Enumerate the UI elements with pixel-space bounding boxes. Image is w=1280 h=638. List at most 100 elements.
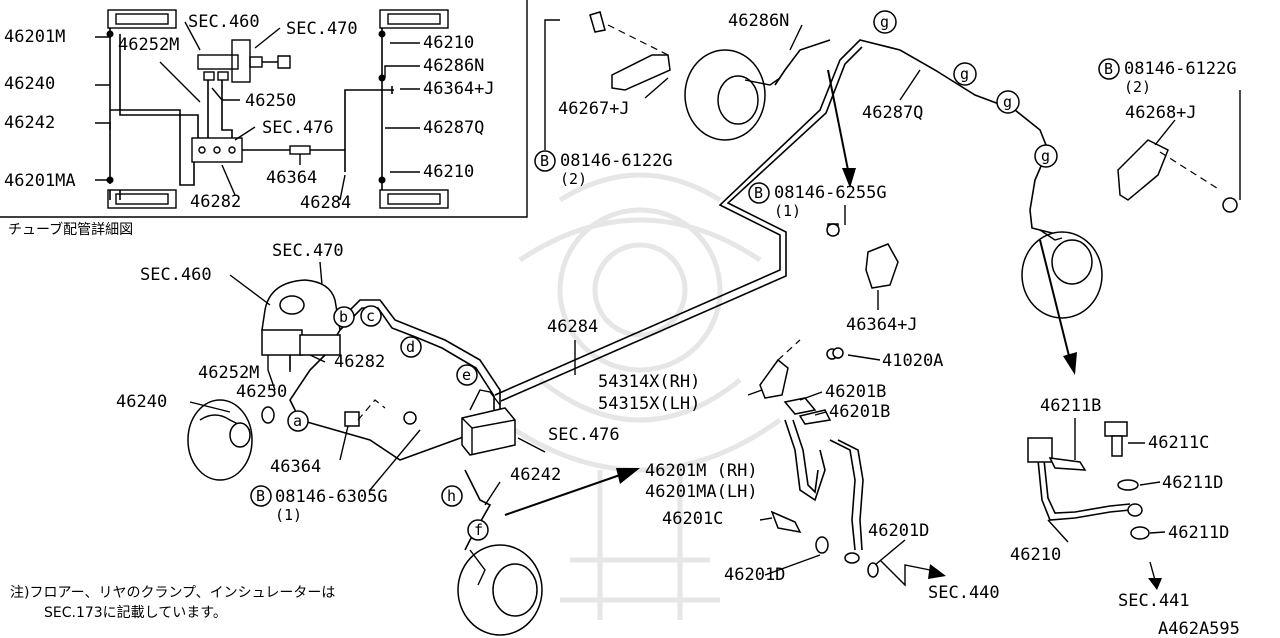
marker-g1: g <box>880 13 889 31</box>
marker-b: b <box>339 308 348 326</box>
footnote-line-1: 注)フロアー、リヤのクランプ、インシュレーターは <box>10 585 335 601</box>
bolt-marker-6305: B <box>256 487 265 505</box>
label-46211D-2: 46211D <box>1168 523 1229 543</box>
label-46364: 46364 <box>270 457 321 477</box>
detail-label-46242: 46242 <box>4 113 55 133</box>
detail-label-sec460: SEC.460 <box>188 12 260 32</box>
detail-caption: チューブ配管詳細図 <box>8 221 133 238</box>
bolt-b-markers: B B B B <box>250 58 1120 507</box>
label-46282: 46282 <box>334 352 385 372</box>
label-46201M-RH: 46201M (RH) <box>645 461 758 481</box>
marker-d: d <box>406 338 415 356</box>
label-46211B: 46211B <box>1040 396 1101 416</box>
label-46364J: 46364+J <box>846 315 918 335</box>
label-46250: 46250 <box>236 382 287 402</box>
marker-g3: g <box>1003 93 1012 111</box>
detail-label-46240: 46240 <box>4 74 55 94</box>
marker-g4: g <box>1041 147 1050 165</box>
detail-label-46364J: 46364+J <box>423 79 495 99</box>
circle-letter-markers: a b c d e f g g g g h <box>287 10 1058 541</box>
detail-label-46284: 46284 <box>300 193 351 213</box>
marker-h: h <box>447 487 456 505</box>
label-46287Q: 46287Q <box>862 103 923 123</box>
label-46201D-1: 46201D <box>868 521 929 541</box>
label-sec476: SEC.476 <box>548 425 620 445</box>
label-bolt-6305: 08146-6305G <box>275 487 388 507</box>
label-46210: 46210 <box>1010 545 1061 565</box>
label-sec441: SEC.441 <box>1118 591 1190 611</box>
label-46252M: 46252M <box>198 363 259 383</box>
detail-label-46210-top: 46210 <box>423 33 474 53</box>
label-46201C: 46201C <box>662 509 723 529</box>
label-sec470: SEC.470 <box>272 241 344 261</box>
detail-label-46250: 46250 <box>245 91 296 111</box>
main-leader-lines <box>189 19 1241 576</box>
bolt-marker-6122a: B <box>540 152 549 170</box>
detail-label-46287Q: 46287Q <box>423 118 484 138</box>
detail-valve-block <box>191 137 243 163</box>
detail-label-46252M: 46252M <box>118 35 179 55</box>
detail-label-46201MA: 46201MA <box>4 171 76 191</box>
detail-label-46282: 46282 <box>190 192 241 212</box>
figure-code: A462A595 <box>1158 619 1240 638</box>
front-right-disc <box>684 49 781 141</box>
label-bolt-6305-qty: (1) <box>275 506 302 524</box>
valve-block-sec476 <box>461 389 516 456</box>
rear-left-disc <box>457 544 543 636</box>
label-46242: 46242 <box>510 465 561 485</box>
detail-label-46201M: 46201M <box>4 27 65 47</box>
detail-master-cylinder <box>197 39 291 83</box>
label-46286N: 46286N <box>728 11 789 31</box>
label-46201B-1: 46201B <box>825 382 886 402</box>
front-brake-hoses <box>770 419 879 578</box>
label-46284: 46284 <box>547 317 598 337</box>
detail-label-46210-bottom: 46210 <box>423 162 474 182</box>
label-46267J: 46267+J <box>558 99 630 119</box>
label-46211D-1: 46211D <box>1162 473 1223 493</box>
label-sec440: SEC.440 <box>928 583 1000 603</box>
label-bolt-6122a-qty: (2) <box>560 170 587 188</box>
bolt-marker-6122b: B <box>1104 60 1113 78</box>
bolt-marker-6255: B <box>754 184 763 202</box>
label-bolt-6122a: 08146-6122G <box>560 151 673 171</box>
label-54315X: 54315X(LH) <box>598 394 700 414</box>
bolts-and-clips <box>344 223 844 427</box>
brake-booster-assembly <box>261 279 341 372</box>
detail-label-46364: 46364 <box>266 168 317 188</box>
detail-rear-left-wheel <box>107 189 177 209</box>
marker-e: e <box>462 366 471 384</box>
detail-label-sec476: SEC.476 <box>262 118 334 138</box>
detail-front-right-wheel <box>379 9 449 29</box>
tube-detail-inset: 46201M 46252M SEC.460 SEC.470 46240 4625… <box>0 0 528 238</box>
label-bolt-6255: 08146-6255G <box>774 183 887 203</box>
label-41020A: 41020A <box>882 351 943 371</box>
footnote-line-2: SEC.173に記載しています。 <box>44 604 227 621</box>
bracket-46268J <box>1117 139 1238 213</box>
watermark-emblem <box>498 172 782 620</box>
label-bolt-6255-qty: (1) <box>774 202 801 220</box>
marker-c: c <box>366 307 375 325</box>
marker-g2: g <box>960 65 969 83</box>
label-46268J: 46268+J <box>1125 103 1197 123</box>
label-46240: 46240 <box>116 392 167 412</box>
label-46201B-2: 46201B <box>829 402 890 422</box>
main-labels: SEC.470 SEC.460 46252M 46282 46250 46240… <box>116 11 1237 611</box>
marker-f: f <box>474 521 483 539</box>
label-bolt-6122b: 08146-6122G <box>1124 59 1237 79</box>
front-left-disc <box>187 399 275 481</box>
label-bolt-6122b-qty: (2) <box>1124 78 1151 96</box>
detail-rear-right-wheel <box>379 189 449 209</box>
label-sec460: SEC.460 <box>140 265 212 285</box>
marker-a: a <box>293 412 302 430</box>
label-54314X: 54314X(RH) <box>598 372 700 392</box>
bracket-46267J <box>589 11 671 91</box>
rear-right-disc <box>1021 229 1103 319</box>
label-46201D-2: 46201D <box>724 565 785 585</box>
detail-front-left-wheel <box>107 9 177 29</box>
rear-hose-assembly <box>1027 421 1150 540</box>
callout-arrows <box>504 69 1162 590</box>
detail-label-46286N: 46286N <box>423 56 484 76</box>
label-46201MA-LH: 46201MA(LH) <box>645 482 758 502</box>
label-46211C: 46211C <box>1148 433 1209 453</box>
